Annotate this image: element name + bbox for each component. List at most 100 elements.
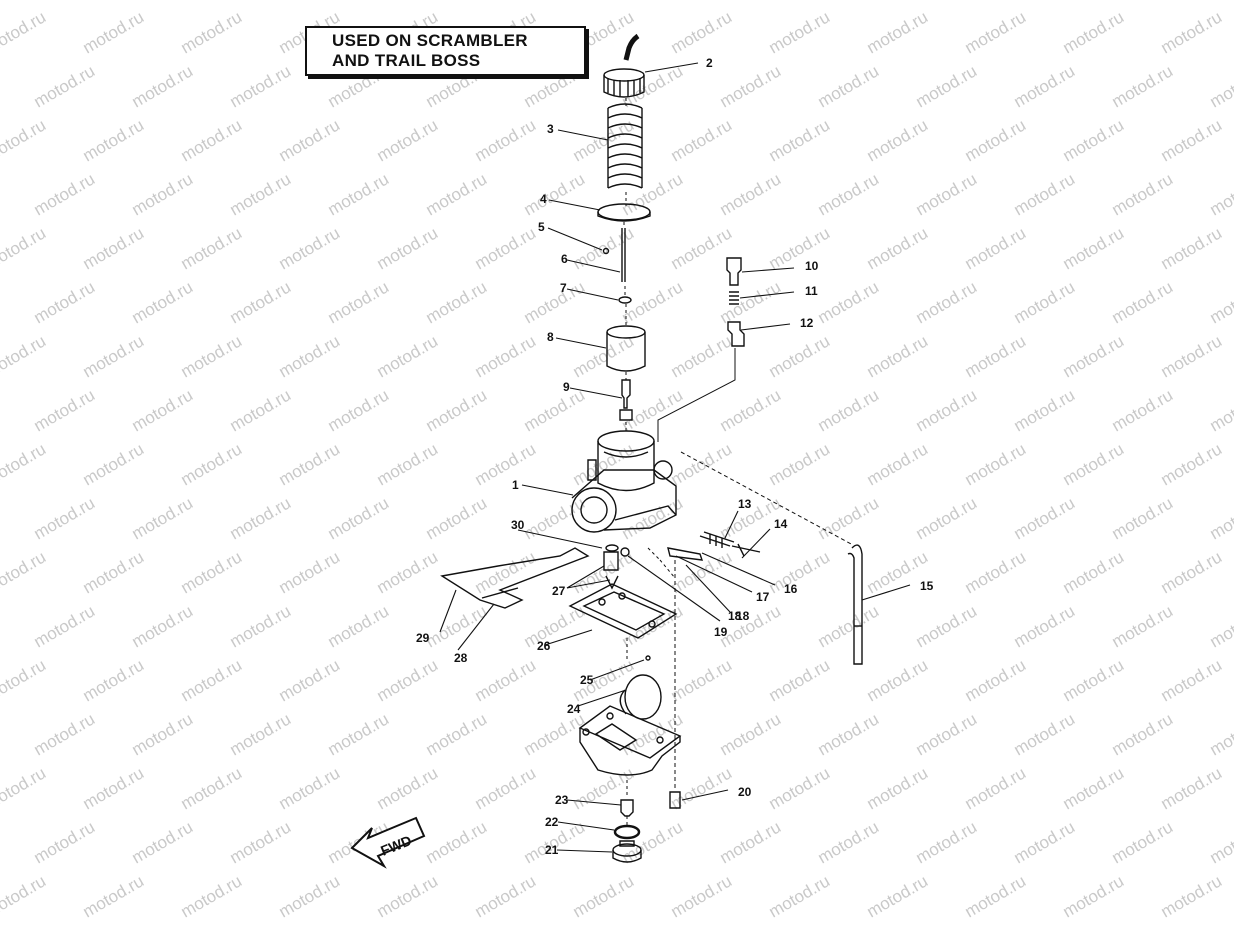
watermark-text: motod.ru <box>962 223 1030 273</box>
watermark-text: motod.ru <box>1207 601 1234 651</box>
watermark-text: motod.ru <box>717 709 785 759</box>
watermark-text: motod.ru <box>913 601 981 651</box>
watermark-text: motod.ru <box>423 169 491 219</box>
watermark-text: motod.ru <box>178 331 246 381</box>
watermark-text: motod.ru <box>423 817 491 867</box>
watermark-text: motod.ru <box>766 115 834 165</box>
watermark-text: motod.ru <box>1011 817 1079 867</box>
watermark-text: motod.ru <box>178 223 246 273</box>
watermark-text: motod.ru <box>80 655 148 705</box>
watermark-text: motod.ru <box>815 709 883 759</box>
watermark-text: motod.ru <box>815 817 883 867</box>
watermark-text: motod.ru <box>276 115 344 165</box>
watermark-text: motod.ru <box>1207 817 1234 867</box>
watermark-text: motod.ru <box>31 493 99 543</box>
watermark-text: motod.ru <box>717 0 785 3</box>
watermark-text: motod.ru <box>1011 493 1079 543</box>
watermark-text: motod.ru <box>0 7 49 57</box>
callout-29: 29 <box>416 631 430 645</box>
watermark-text: motod.ru <box>423 385 491 435</box>
watermark-text: motod.ru <box>227 817 295 867</box>
watermark-text: motod.ru <box>766 331 834 381</box>
callout-24: 24 <box>567 702 581 716</box>
callout-30: 30 <box>511 518 525 532</box>
model-applicability-note: USED ON SCRAMBLER AND TRAIL BOSS <box>305 26 586 76</box>
watermark-text: motod.ru <box>472 655 540 705</box>
watermark-text: motod.ru <box>962 547 1030 597</box>
watermark-text: motod.ru <box>129 277 197 327</box>
watermark-text: motod.ru <box>1158 439 1226 489</box>
watermark-text: motod.ru <box>913 277 981 327</box>
watermark-text: motod.ru <box>815 61 883 111</box>
watermark-text: motod.ru <box>0 547 49 597</box>
watermark-text: motod.ru <box>374 331 442 381</box>
watermark-text: motod.ru <box>668 7 736 57</box>
watermark-text: motod.ru <box>864 7 932 57</box>
watermark-text: motod.ru <box>570 115 638 165</box>
watermark-text: motod.ru <box>1011 385 1079 435</box>
watermark-text: motod.ru <box>619 0 687 3</box>
watermark-text: motod.ru <box>1011 277 1079 327</box>
callout-17: 17 <box>756 590 770 604</box>
callout-14: 14 <box>774 517 788 531</box>
main-jet-part <box>621 800 633 816</box>
watermark-text: motod.ru <box>276 331 344 381</box>
watermark-text: motod.ru <box>374 655 442 705</box>
watermark-text: motod.ru <box>31 709 99 759</box>
watermark-text: motod.ru <box>472 763 540 813</box>
watermark-text: motod.ru <box>325 277 393 327</box>
watermark-text: motod.ru <box>864 331 932 381</box>
watermark-text: motod.ru <box>913 493 981 543</box>
watermark-text: motod.ru <box>521 709 589 759</box>
watermark-text: motod.ru <box>178 763 246 813</box>
watermark-text: motod.ru <box>325 493 393 543</box>
callout-20: 20 <box>738 785 752 799</box>
watermark-text: motod.ru <box>423 0 491 3</box>
watermark-text: motod.ru <box>962 331 1030 381</box>
watermark-text: motod.ru <box>0 655 49 705</box>
watermark-text: motod.ru <box>374 547 442 597</box>
callout-2: 2 <box>706 56 713 70</box>
watermark-text: motod.ru <box>178 115 246 165</box>
watermark-text: motod.ru <box>864 115 932 165</box>
watermark-text: motod.ru <box>276 547 344 597</box>
watermark-text: motod.ru <box>129 817 197 867</box>
watermark-text: motod.ru <box>1011 169 1079 219</box>
watermark-text: motod.ru <box>276 439 344 489</box>
watermark-text: motod.ru <box>1158 871 1226 921</box>
watermark-text: motod.ru <box>1109 601 1177 651</box>
watermark-text: motod.ru <box>766 763 834 813</box>
watermark-text: motod.ru <box>1207 709 1234 759</box>
callout-16: 16 <box>784 582 798 596</box>
watermark-text: motod.ru <box>1060 547 1128 597</box>
watermark-text: motod.ru <box>766 7 834 57</box>
callout-4: 4 <box>540 192 547 206</box>
watermark-text: motod.ru <box>1060 871 1128 921</box>
watermark-text: motod.ru <box>521 0 589 3</box>
watermark-text: motod.ru <box>80 439 148 489</box>
watermark-text: motod.ru <box>325 169 393 219</box>
watermark-text: motod.ru <box>0 871 49 921</box>
watermark-text: motod.ru <box>913 169 981 219</box>
watermark-text: motod.ru <box>129 709 197 759</box>
watermark-text: motod.ru <box>178 7 246 57</box>
callout-8: 8 <box>547 330 554 344</box>
watermark-text: motod.ru <box>766 655 834 705</box>
callout-9: 9 <box>563 380 570 394</box>
watermark-text: motod.ru <box>129 493 197 543</box>
watermark-text: motod.ru <box>227 169 295 219</box>
watermark-text: motod.ru <box>0 763 49 813</box>
callout-22: 22 <box>545 815 559 829</box>
watermark-text: motod.ru <box>668 655 736 705</box>
watermark-text: motod.ru <box>80 223 148 273</box>
watermark-text: motod.ru <box>815 0 883 3</box>
watermark-text: motod.ru <box>129 61 197 111</box>
watermark-text: motod.ru <box>374 763 442 813</box>
watermark-text: motod.ru <box>423 601 491 651</box>
watermark-text: motod.ru <box>227 601 295 651</box>
callout-1: 1 <box>512 478 519 492</box>
watermark-text: motod.ru <box>570 331 638 381</box>
watermark-text: motod.ru <box>913 61 981 111</box>
